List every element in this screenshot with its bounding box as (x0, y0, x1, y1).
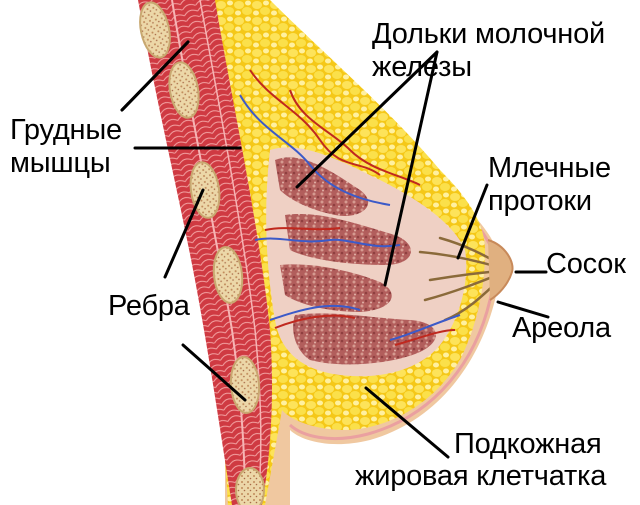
label-lobules: Дольки молочной железы (372, 18, 606, 83)
label-pectoral-muscles: Грудные мышцы (10, 114, 122, 179)
label-nipple: Сосок (546, 248, 626, 280)
leader-lines (120, 40, 550, 459)
label-areola: Ареола (512, 312, 611, 344)
label-subcutaneous-fat-line2: жировая клетчатка (355, 460, 607, 492)
label-ribs: Ребра (108, 290, 190, 322)
nipple (487, 239, 514, 301)
vessels (239, 69, 461, 346)
label-milk-ducts: Млечные протоки (488, 152, 611, 217)
label-subcutaneous-fat: Подкожная (454, 428, 602, 460)
